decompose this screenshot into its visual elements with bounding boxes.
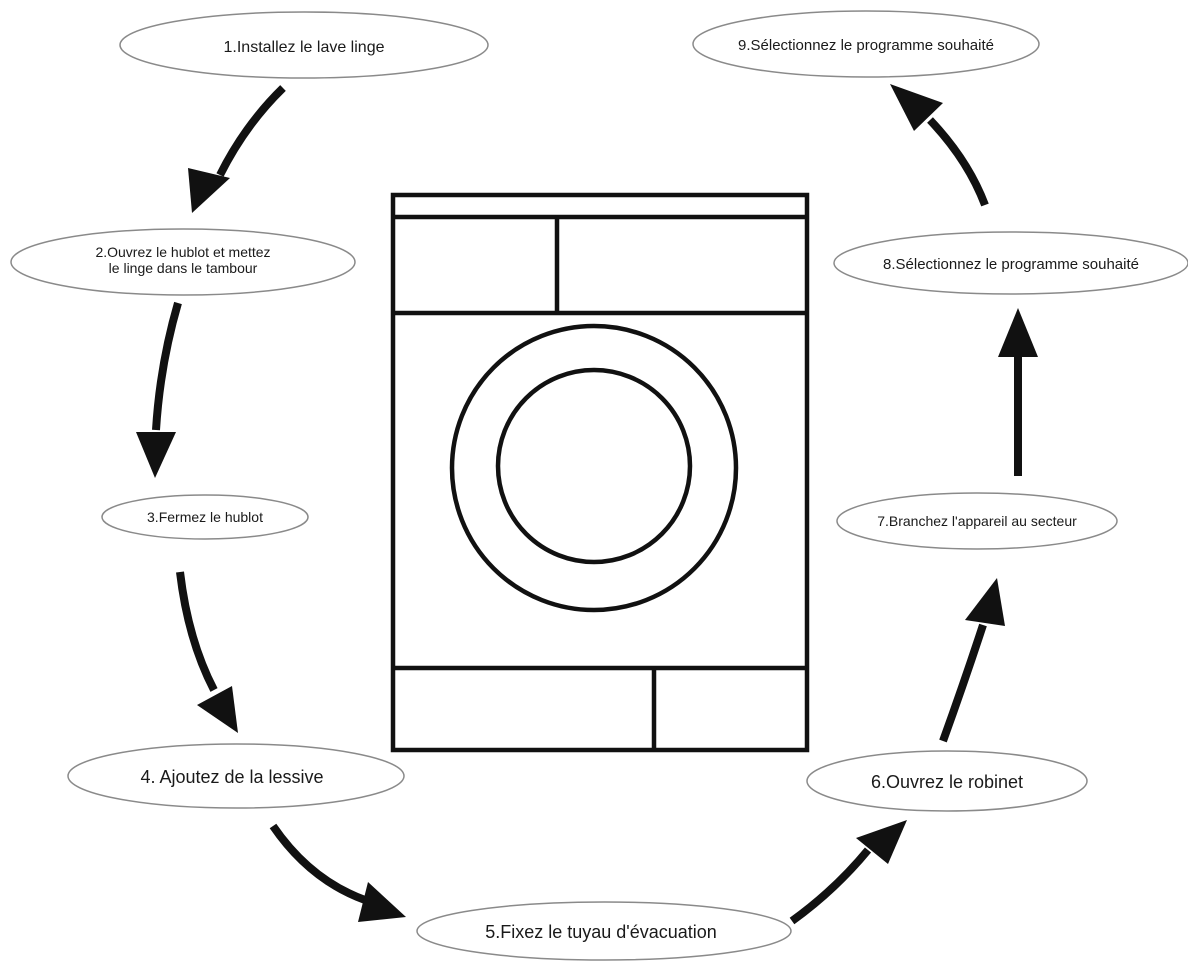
step-8-label: 8.Sélectionnez le programme souhaité (883, 256, 1139, 273)
step-3: 3.Fermez le hublot (101, 494, 309, 540)
step-2-label-line2: le linge dans le tambour (109, 260, 258, 276)
step-8: 8.Sélectionnez le programme souhaité (833, 231, 1188, 295)
step-5-label: 5.Fixez le tuyau d'évacuation (485, 922, 717, 942)
step-7-oval (836, 492, 1118, 550)
step-2-oval (10, 228, 356, 296)
step-6-label: 6.Ouvrez le robinet (871, 772, 1023, 792)
arrow-8-to-9 (890, 84, 989, 207)
step-4: 4. Ajoutez de la lessive (67, 743, 405, 809)
arrow-4-to-5 (269, 823, 406, 922)
washing-machine-icon (390, 192, 810, 753)
step-8-oval (833, 231, 1188, 295)
step-6: 6.Ouvrez le robinet (806, 750, 1088, 812)
step-9-label: 9.Sélectionnez le programme souhaité (738, 37, 994, 54)
step-1-oval (119, 11, 489, 79)
arrow-7-to-8 (998, 308, 1038, 476)
step-2: 2.Ouvrez le hublot et mettez le linge da… (10, 228, 356, 296)
step-1-label: 1.Installez le lave linge (224, 39, 385, 56)
arrow-1-to-2 (188, 85, 286, 213)
step-4-oval (67, 743, 405, 809)
step-7: 7.Branchez l'appareil au secteur (836, 492, 1118, 550)
step-3-oval (101, 494, 309, 540)
step-7-label: 7.Branchez l'appareil au secteur (877, 513, 1077, 529)
arrow-5-to-6 (789, 820, 907, 925)
step-5-oval (416, 901, 792, 961)
machine-door-outer (449, 323, 739, 613)
arrow-3-to-4 (176, 571, 238, 733)
step-3-label: 3.Fermez le hublot (147, 509, 263, 525)
step-5: 5.Fixez le tuyau d'évacuation (416, 901, 792, 961)
step-9-oval (692, 10, 1040, 78)
step-4-label: 4. Ajoutez de la lessive (140, 767, 323, 787)
machine-door-inner (495, 367, 693, 565)
step-9: 9.Sélectionnez le programme souhaité (692, 10, 1040, 78)
step-2-label-line1: 2.Ouvrez le hublot et mettez (95, 244, 270, 260)
step-6-oval (806, 750, 1088, 812)
step-1: 1.Installez le lave linge (119, 11, 489, 79)
machine-body (390, 192, 810, 753)
arrow-2-to-3 (136, 301, 182, 478)
arrow-6-to-7 (939, 578, 1005, 743)
